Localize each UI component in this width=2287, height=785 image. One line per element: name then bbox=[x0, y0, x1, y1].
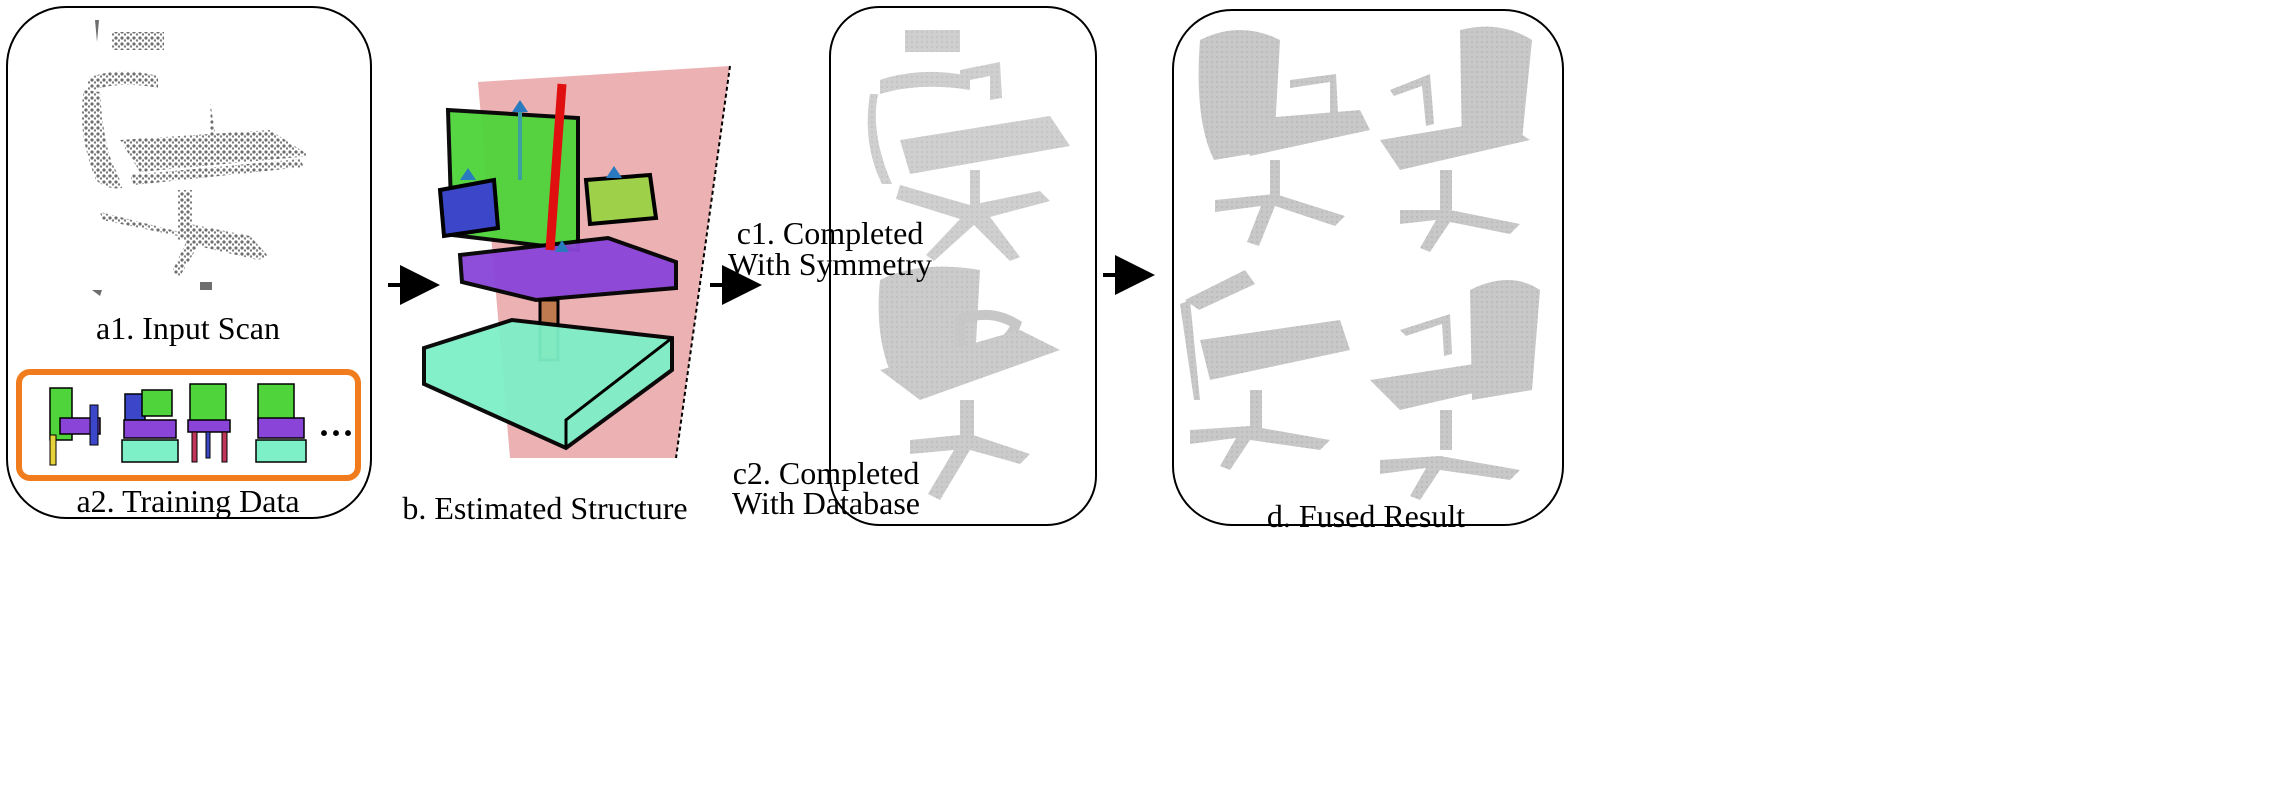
left-arm-part bbox=[437, 177, 501, 239]
completed-symmetry-label-line2: With Symmetry bbox=[727, 246, 933, 282]
base-part bbox=[422, 317, 674, 451]
training-data-label: a2. Training Data bbox=[76, 483, 300, 519]
training-chair-1 bbox=[49, 387, 101, 466]
completed-symmetry-label-line1: c1. Completed bbox=[736, 215, 924, 251]
right-arm-part bbox=[583, 172, 659, 227]
fused-chair-1 bbox=[1198, 30, 1370, 246]
fused-chair-4 bbox=[1370, 280, 1540, 500]
completed-database-label-line1: c2. Completed bbox=[732, 455, 920, 491]
estimated-structure-label: b. Estimated Structure bbox=[402, 490, 688, 526]
fused-result-chairs bbox=[1180, 26, 1540, 500]
training-chair-3 bbox=[187, 383, 231, 463]
seat-part bbox=[457, 235, 678, 303]
input-scan-label: a1. Input Scan bbox=[96, 310, 280, 346]
training-data-box bbox=[16, 369, 361, 481]
training-data-thumbnails bbox=[49, 383, 307, 466]
estimated-structure bbox=[422, 65, 731, 459]
training-data-ellipsis: ··· bbox=[318, 413, 355, 453]
completed-database-label-line2: With Database bbox=[732, 485, 920, 521]
completed-with-database-chair bbox=[878, 266, 1060, 500]
fused-result-label: d. Fused Result bbox=[1266, 498, 1466, 534]
training-chair-2 bbox=[121, 389, 179, 463]
fused-chair-3 bbox=[1180, 270, 1350, 470]
training-chair-4 bbox=[255, 383, 307, 463]
fused-chair-2 bbox=[1380, 26, 1532, 252]
completed-with-symmetry-chair bbox=[867, 30, 1070, 261]
input-scan-chair bbox=[81, 20, 310, 296]
